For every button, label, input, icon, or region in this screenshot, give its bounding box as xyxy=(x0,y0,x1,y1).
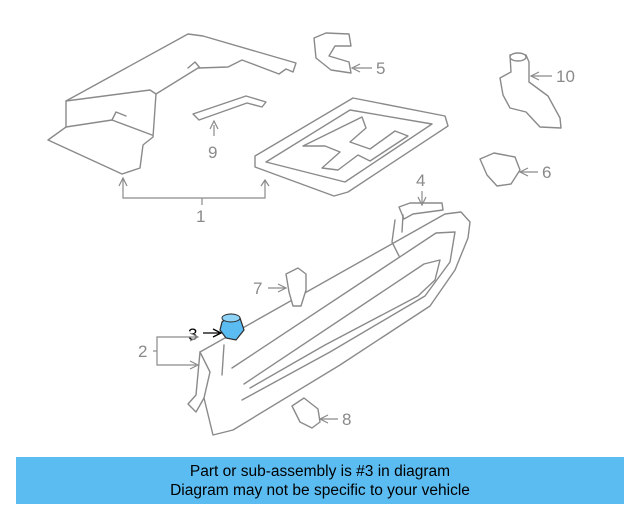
info-banner: Part or sub-assembly is #3 in diagram Di… xyxy=(16,457,624,504)
callout-2: 2 xyxy=(138,342,147,361)
part-10-sensor xyxy=(499,52,562,129)
banner-line-2: Diagram may not be specific to your vehi… xyxy=(170,481,470,499)
parts-diagram: 1 9 5 10 6 4 xyxy=(47,32,575,436)
part-1-dash-trim xyxy=(47,33,297,175)
part-5-hose xyxy=(313,32,372,74)
part-3-bumper-highlighted xyxy=(203,313,245,341)
part-6-lamp xyxy=(479,152,538,187)
part-8-socket xyxy=(291,397,338,429)
callout-1-leader xyxy=(118,176,270,205)
callout-5: 5 xyxy=(376,59,385,78)
callout-8: 8 xyxy=(342,410,351,429)
callout-7: 7 xyxy=(253,279,262,298)
banner-line-1: Part or sub-assembly is #3 in diagram xyxy=(189,462,451,480)
part-4-striker xyxy=(398,191,444,220)
callout-10: 10 xyxy=(556,67,575,86)
part-1-tray xyxy=(254,97,449,197)
part-9-strip xyxy=(192,95,267,136)
callout-4: 4 xyxy=(416,171,425,190)
callout-9: 9 xyxy=(208,143,217,162)
glove-box-door xyxy=(187,211,471,436)
callout-2-leader xyxy=(153,332,200,370)
callout-6: 6 xyxy=(542,163,551,182)
callout-1: 1 xyxy=(196,207,205,226)
part-7-hinge xyxy=(268,267,307,307)
